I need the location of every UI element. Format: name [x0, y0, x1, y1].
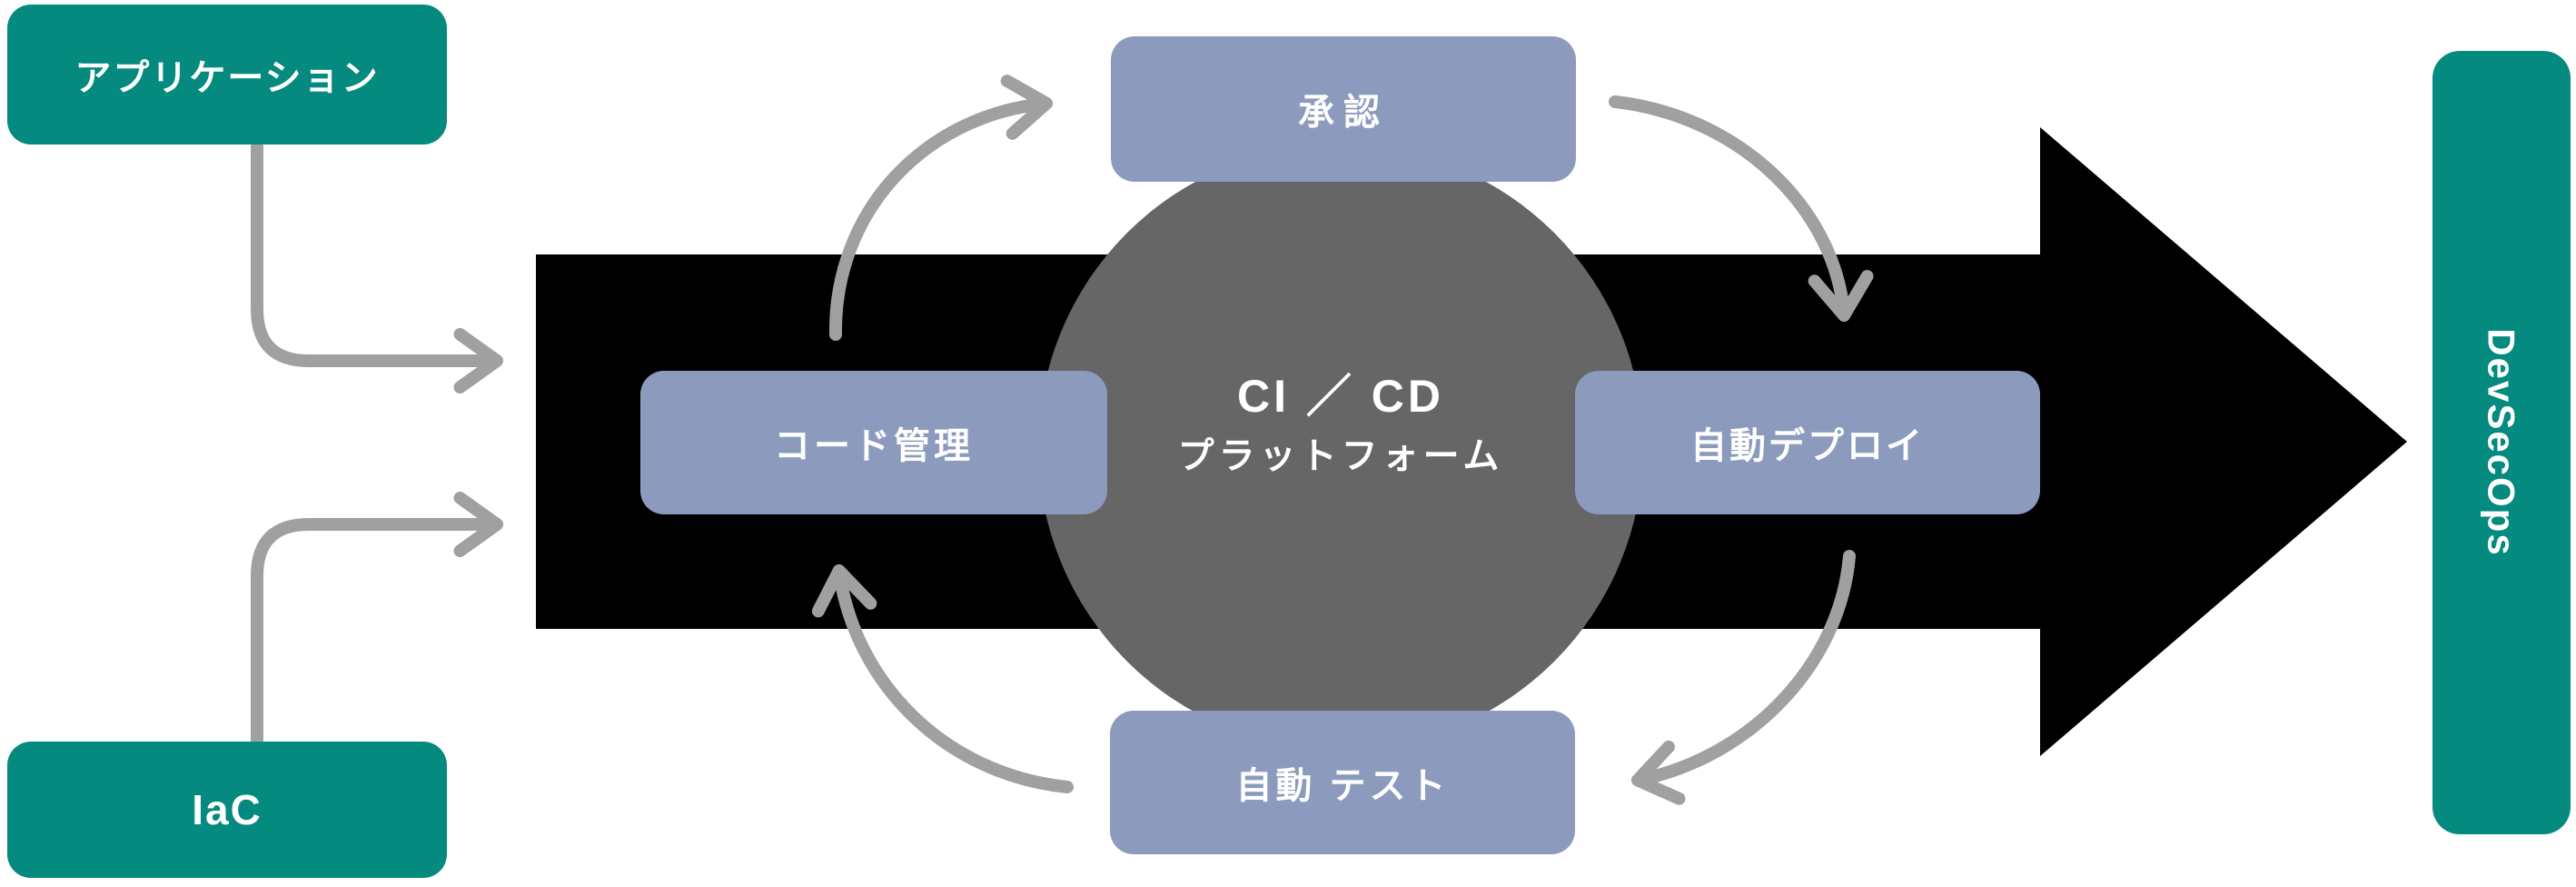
node-auto-deploy: 自動デプロイ — [1575, 371, 2040, 514]
connector-application-arrow — [251, 141, 504, 394]
cicd-platform-label-line1: CI ／ CD — [1237, 371, 1444, 422]
node-devsecops-label: DevSecOps — [2481, 328, 2523, 557]
node-code-management: コード管理 — [640, 371, 1107, 514]
cicd-platform-label: CI ／ CD プラットフォーム — [1068, 364, 1613, 483]
cycle-arrow-approval-to-deploy — [1609, 95, 1874, 323]
node-code-management-label: コード管理 — [774, 426, 974, 466]
node-auto-test: 自動 テスト — [1110, 711, 1575, 854]
connector-iac-arrow — [251, 491, 504, 746]
cycle-arrow-test-to-code — [811, 563, 1074, 793]
node-application: アプリケーション — [7, 5, 447, 145]
cicd-platform-circle — [1038, 145, 1643, 750]
node-approval: 承認 — [1111, 36, 1576, 182]
cycle-arrow-deploy-to-test — [1630, 550, 1856, 805]
cycle-arrow-code-to-approval — [828, 75, 1054, 341]
node-auto-deploy-label: 自動デプロイ — [1690, 426, 1925, 466]
node-approval-label: 承認 — [1298, 93, 1389, 133]
node-iac: IaC — [7, 742, 447, 878]
node-devsecops: DevSecOps — [2432, 51, 2571, 834]
node-application-label: アプリケーション — [74, 58, 380, 98]
node-iac-label: IaC — [192, 786, 263, 833]
cicd-platform-label-line2: プラットフォーム — [1177, 435, 1504, 476]
node-auto-test-label: 自動 テスト — [1235, 766, 1450, 806]
